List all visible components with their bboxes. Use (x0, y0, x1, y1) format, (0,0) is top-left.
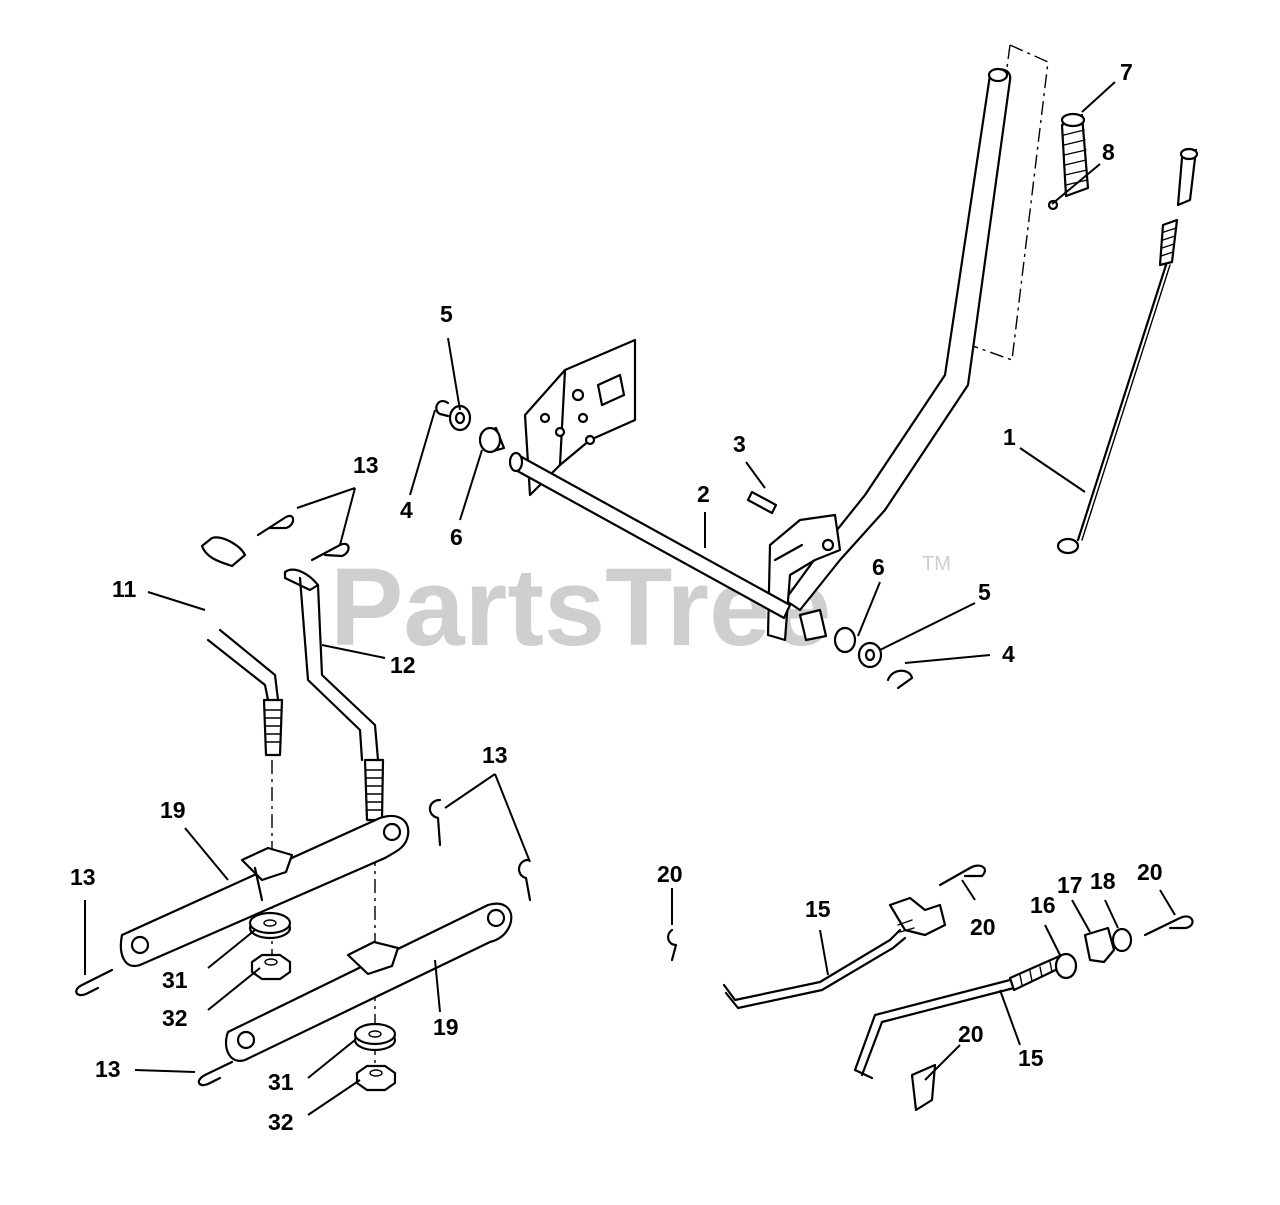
lift-arm-upper-part (119, 814, 410, 968)
callout-3: 3 (733, 431, 746, 457)
watermark-logo: PartsTree (330, 546, 831, 669)
callout-5: 5 (978, 579, 991, 605)
callout-31: 31 (268, 1069, 294, 1095)
callout-20: 20 (657, 861, 683, 887)
callout-13: 13 (95, 1056, 121, 1082)
callout-20: 20 (958, 1021, 984, 1047)
callout-32: 32 (162, 1005, 188, 1031)
callout-1: 1 (1003, 424, 1016, 450)
lift-arm-lower-part (224, 902, 513, 1062)
watermark-trademark: TM (922, 553, 951, 575)
lift-rod-part (1056, 147, 1199, 555)
callout-17: 17 (1057, 872, 1083, 898)
callout-32: 32 (268, 1109, 294, 1135)
callout-13: 13 (353, 452, 379, 478)
pin-part (746, 490, 778, 515)
callout-6: 6 (872, 554, 885, 580)
callout-20: 20 (970, 914, 996, 940)
callout-20: 20 (1137, 859, 1163, 885)
callout-19: 19 (160, 797, 186, 823)
callout-15: 15 (805, 896, 831, 922)
callout-19: 19 (433, 1014, 459, 1040)
callout-4: 4 (1002, 641, 1015, 667)
link-12-part (283, 568, 385, 1095)
leader-lines (84, 81, 1176, 1116)
handle-grip-part (1047, 112, 1090, 211)
rod-15-lower-part (853, 953, 1068, 1080)
callout-12: 12 (390, 652, 416, 678)
callout-5: 5 (440, 301, 453, 327)
lift-handle-part (766, 43, 1049, 642)
washer-nut-right (353, 1022, 397, 1092)
washer-nut-left (248, 911, 292, 981)
left-shaft-hardware (435, 400, 506, 454)
callout-13: 13 (482, 742, 508, 768)
callout-15: 15 (1018, 1045, 1044, 1071)
callout-4: 4 (400, 497, 413, 523)
callout-2: 2 (697, 481, 710, 507)
callout-6: 6 (450, 524, 463, 550)
callout-8: 8 (1102, 139, 1115, 165)
rod-15-upper-part (722, 864, 986, 1010)
mounting-bracket-part (523, 338, 637, 497)
link-11-part (200, 536, 284, 975)
callout-11: 11 (112, 576, 137, 602)
rod-end-hardware (666, 915, 1194, 1112)
callout-13: 13 (70, 864, 96, 890)
callout-18: 18 (1090, 868, 1116, 894)
right-shaft-hardware (798, 608, 914, 690)
callout-16: 16 (1030, 892, 1056, 918)
callout-7: 7 (1120, 59, 1133, 85)
hairpin-clips-lower (75, 798, 532, 1087)
callout-labels: 1 2 3 4 4 5 5 6 6 7 8 11 12 13 13 13 13 … (70, 59, 1163, 1135)
cross-shaft-part (508, 451, 792, 620)
callout-31: 31 (162, 967, 188, 993)
